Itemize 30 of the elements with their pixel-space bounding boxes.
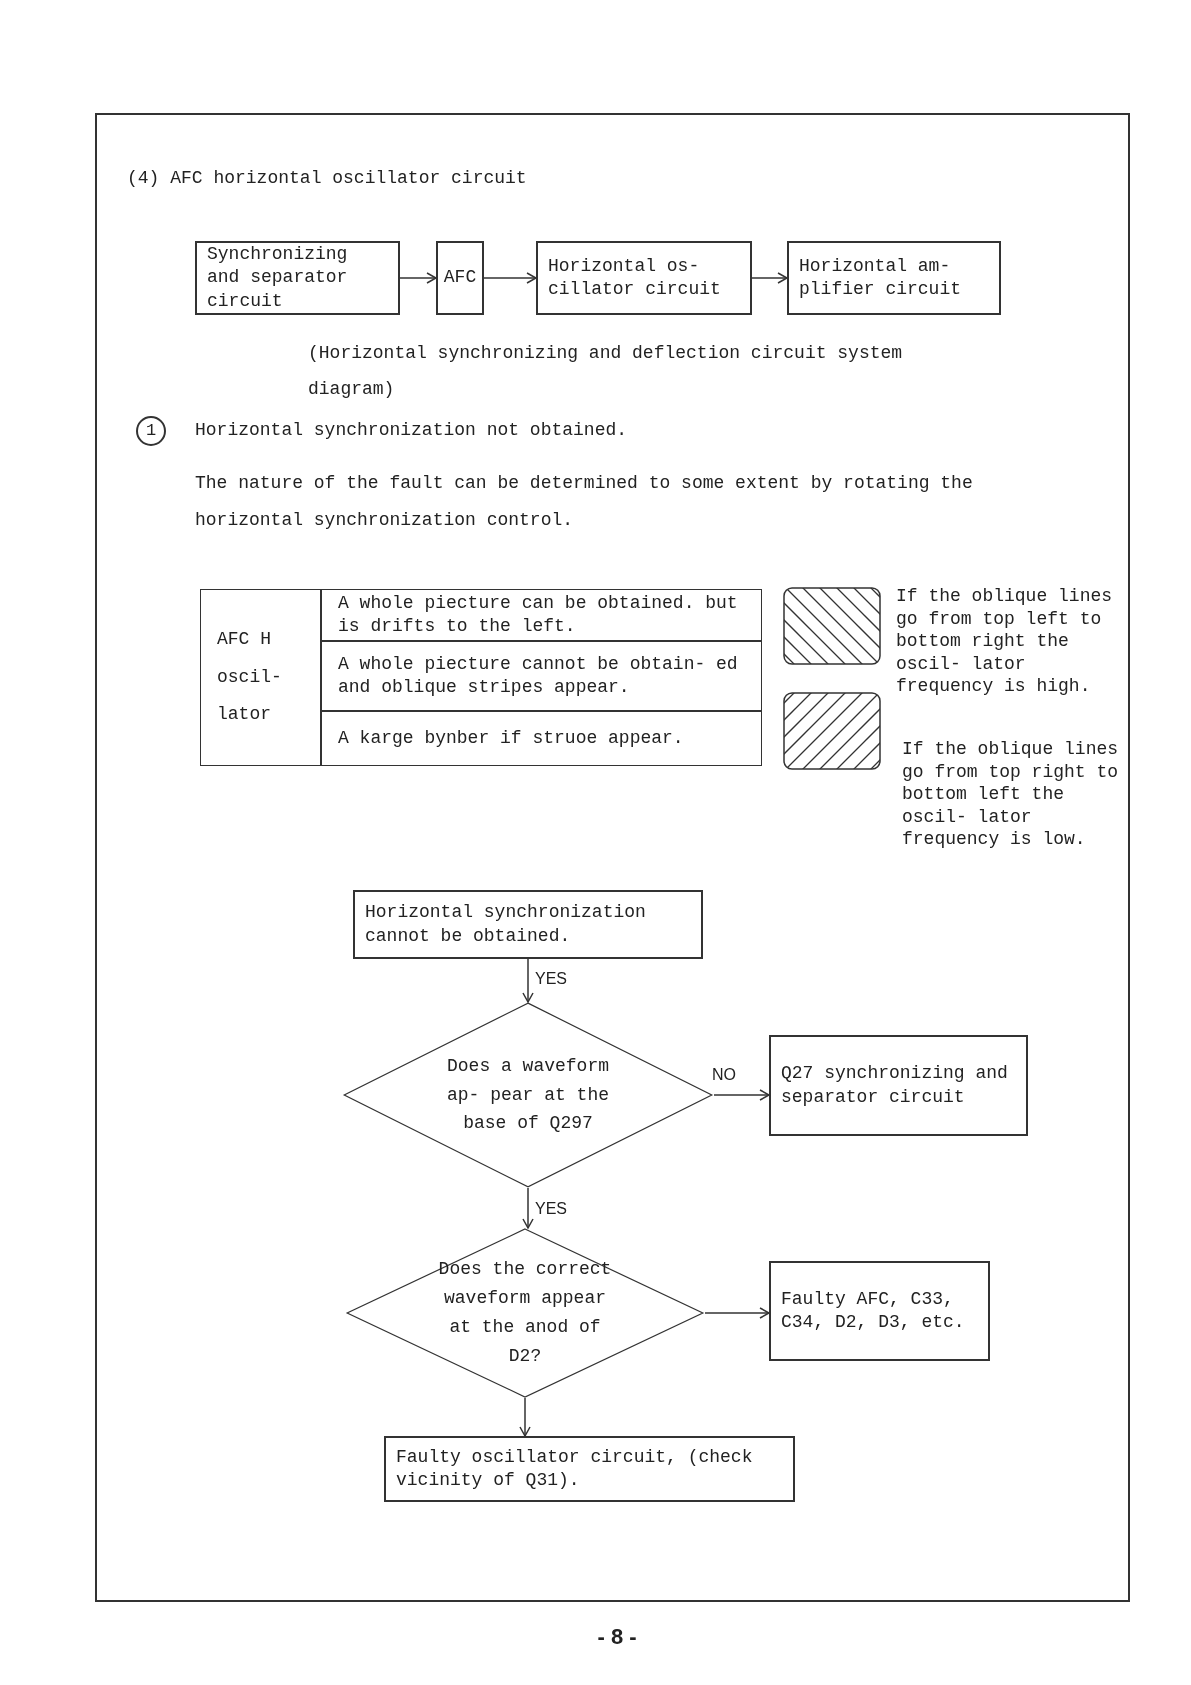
process-box: Faulty AFC, C33, C34, D2, D3, etc.: [769, 1261, 990, 1361]
process-box: Horizontal os- cillator circuit: [536, 241, 752, 315]
arrow: [519, 1397, 531, 1437]
process-box: Q27 synchronizing and separator circuit: [769, 1035, 1028, 1136]
paragraph-text: The nature of the fault can be determined to some extent by rotating the horizontal synchronization control.: [195, 472, 974, 532]
section-title: (4) AFC horizontal oscillator circuit: [127, 168, 528, 188]
page-number: - 8 -: [596, 1624, 638, 1650]
decision-diamond: Does the correct waveform appear at the anod of D2?: [345, 1228, 705, 1398]
note-text: If the oblique lines go from top left to bottom right the oscil- lator frequency is high.: [896, 585, 1114, 698]
arrow: [713, 1089, 770, 1101]
process-box: Horizontal synchronization cannot be obtained.: [353, 890, 703, 959]
process-box: Faulty oscillator circuit, (check vicinity of Q31).: [384, 1436, 795, 1502]
arrow: [399, 272, 437, 284]
arrow: [751, 272, 788, 284]
figure-caption: (Horizontal synchronizing and deflection circuit system diagram): [308, 342, 904, 401]
process-box: Synchronizing and separator circuit: [195, 241, 400, 315]
arrow: [704, 1307, 770, 1319]
process-box: Horizontal am- plifier circuit: [787, 241, 1001, 315]
decision-diamond: Does a waveform ap- pear at the base of Q297: [342, 1002, 714, 1188]
note-text: If the oblique lines go from top right to bottom left the oscil- lator frequency is low.: [902, 738, 1120, 851]
arrow: [522, 1187, 534, 1229]
table-cell: A karge bynber if struoe appear.: [321, 711, 762, 766]
process-box: AFC: [436, 241, 484, 315]
arrow: [522, 958, 534, 1003]
arrow: [483, 272, 537, 284]
table-cell: A whole piecture cannot be obtain- ed and oblique stripes appear.: [321, 641, 762, 711]
circled-number: 1: [136, 416, 166, 446]
heading-text: Horizontal synchronization not obtained.: [195, 420, 629, 440]
table-cell: A whole piecture can be obtained. but is drifts to the left.: [321, 589, 762, 641]
table-cell: AFC H oscil- lator: [200, 589, 321, 766]
